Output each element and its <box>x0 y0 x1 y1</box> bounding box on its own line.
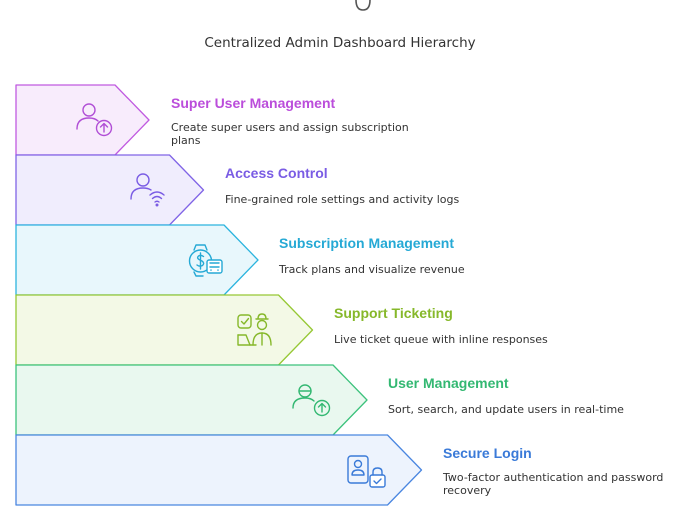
level-3-arrow <box>15 224 259 296</box>
dollar-watch-icon <box>188 244 223 277</box>
level-5-arrow <box>15 364 368 436</box>
level-6-description: Two-factor authentication and password r… <box>443 471 664 497</box>
support-agent-icon <box>237 313 272 346</box>
diagram-title: Centralized Admin Dashboard Hierarchy <box>204 35 476 51</box>
level-1-title: Super User Management <box>171 95 336 111</box>
user-upload-icon <box>76 103 113 137</box>
level-2-description: Fine-grained role settings and activity … <box>225 193 460 206</box>
level-1-description: Create super users and assign subscripti… <box>171 121 409 147</box>
level-6-arrow <box>15 434 423 506</box>
user-wifi-icon <box>130 173 165 207</box>
level-4-arrow <box>15 294 314 366</box>
level-4-title: Support Ticketing <box>334 305 453 321</box>
level-2-arrow <box>15 154 205 226</box>
level-3-description: Track plans and visualize revenue <box>279 263 465 276</box>
level-2-title: Access Control <box>225 165 328 181</box>
secure-login-icon <box>347 455 386 488</box>
level-4-description: Live ticket queue with inline responses <box>334 333 548 346</box>
level-6-title: Secure Login <box>443 445 532 461</box>
level-5-description: Sort, search, and update users in real-t… <box>388 403 624 416</box>
user-update-icon <box>292 384 331 417</box>
level-1-arrow <box>15 84 150 156</box>
level-5-title: User Management <box>388 375 509 391</box>
level-3-title: Subscription Management <box>279 235 455 251</box>
top-decoration <box>355 0 371 11</box>
